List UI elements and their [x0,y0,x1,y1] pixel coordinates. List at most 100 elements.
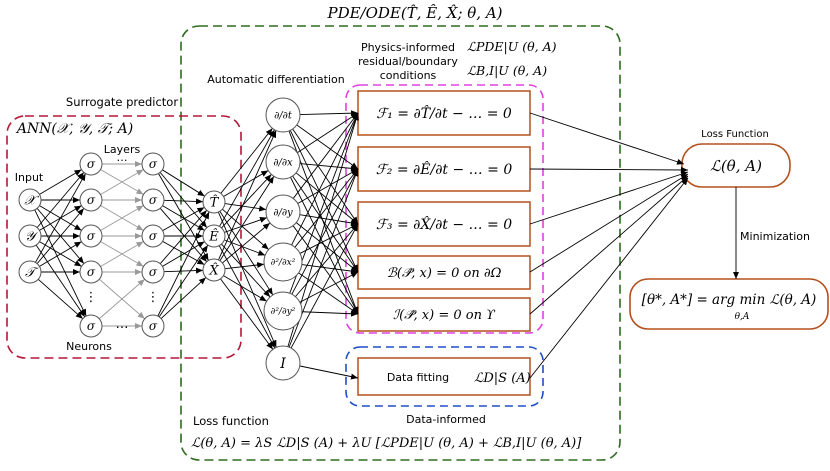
surrogate-frame [6,115,242,359]
input-node-3 [18,260,42,284]
edge-op-3-res-2 [299,223,359,254]
neuron-l1-5 [79,314,103,338]
physics-frame [345,84,544,334]
network-nodes: 𝒳𝒴𝒯σσσσσσσσσσT̂ÊX̂∂/∂t∂/∂x∂/∂y∂²/∂x²∂²/∂… [18,97,303,381]
neuron-l1-3-label: σ [87,229,96,243]
physics-title-3: conditions [380,69,437,82]
edge-op-0-res-2 [292,128,359,225]
layers-label: Layers [104,143,141,156]
edge-out-2-op-0 [218,130,277,261]
edge-l1-3-l2-2 [100,241,144,267]
neuron-l1-4 [79,260,103,284]
argmin-box [629,278,829,330]
neuron-l1-2 [79,188,103,212]
minimization-label: Minimization [740,230,810,243]
neuron-l2-2 [141,188,165,212]
autodiff-op-4-label: ∂²/∂x² [271,258,296,268]
autodiff-op-2 [265,144,301,180]
edge-l2-1-out-2 [159,207,208,263]
autodiff-op-3-label: ∂/∂y [273,208,293,219]
physics-title-1: Physics-informed [361,41,455,54]
loss-bi-label: ℒB,I|U (θ, A) [467,63,547,78]
edge-out-1-op-3 [224,239,266,256]
input-node-1 [18,188,42,212]
loss-function-label: Loss Function [701,129,769,140]
input-node-2 [18,224,42,248]
neuron-l1-1 [79,152,103,176]
edge-op-4-res-2 [295,223,359,297]
edge-out-0-op-1 [223,170,269,197]
edge-op-2-res-4 [292,225,359,315]
edge-op-1-res-0 [296,112,359,154]
autodiff-op-2-label: ∂/∂x [273,158,293,169]
edge-input-2-l1-4 [37,278,84,320]
neuron-l2-5-label: σ [149,319,158,333]
edge-input-0-l1-0 [39,169,82,195]
surrogate-label: Surrogate predictor [66,95,178,109]
neurons-dots: … [116,317,129,332]
edge-op-4-res-3 [299,271,359,303]
vdots-layer2: ⋮ [147,290,160,305]
neurons-label: Neurons [66,340,112,353]
autodiff-op-6 [265,345,301,381]
edge-op-5-res-2 [290,223,359,349]
edge-res-2-loss [529,171,689,225]
edge-out-1-op-0 [219,129,275,227]
neuron-l2-1-label: σ [149,157,158,171]
neuron-l2-1 [141,152,165,176]
loss-function-expr: ℒ(θ, A) [710,157,762,175]
connections [34,110,739,380]
autodiff-op-6-label: I [279,356,286,372]
edge-op-3-res-3 [301,264,359,275]
edge-res-4-loss [529,175,689,315]
argmin-sub: θ,A [735,312,750,322]
edge-out-0-op-0 [220,128,273,194]
edge-op-2-res-3 [295,222,359,273]
edge-op-3-res-0 [291,112,359,246]
edge-op-1-res-3 [292,175,359,273]
initial-condition: ℐ(𝒫̂, x) = 0 on ϒ [393,308,496,323]
edge-out-2-op-1 [219,176,275,261]
edge-out-2-op-3 [224,262,265,270]
residual-box-1 [357,90,531,136]
edge-l2-3-out-1 [162,241,205,267]
edge-l2-0-out-0 [162,169,205,197]
neuron-l1-4-label: σ [87,265,96,279]
edge-op-3-res-1 [294,168,359,248]
edge-out-1-op-1 [221,174,272,229]
neuron-l2-3 [141,224,165,248]
bottom-loss-expr: ℒ(θ, A) = λS ℒD|S (A) + λU [ℒPDE|U (θ, A… [191,436,582,451]
residual-2: ℱ₂ = ∂Ê/∂t − … = 0 [376,160,513,178]
edge-op-3-res-4 [298,272,359,315]
residual-1: ℱ₁ = ∂T̂/∂t − … = 0 [376,104,512,122]
edge-op-4-res-1 [291,168,359,295]
data-fitting-loss: ℒD|S (A) [474,371,531,386]
autodiff-label: Automatic differentiation [207,73,345,86]
edge-input-2-l1-2 [39,241,82,267]
data-fitting-label: Data fitting [387,371,449,384]
edge-res-5-loss [529,177,689,379]
bottom-loss-label: Loss function [193,414,269,428]
edge-out-2-op-5 [220,278,274,350]
output-node-1-label: T̂ [210,194,220,210]
edge-l1-2-l2-1 [100,205,144,231]
output-node-3-label: X̂ [208,262,219,278]
neuron-l2-5 [141,314,165,338]
edge-input-1-l1-0 [36,172,85,228]
edge-op-1-res-4 [290,177,359,315]
edge-l2-4-out-0 [157,211,210,317]
edge-input-0-l1-4 [34,209,87,317]
edge-op-4-res-4 [301,310,359,317]
edge-op-0-res-0 [299,110,359,117]
edge-input-1-l1-4 [35,244,86,318]
neuron-l1-1-label: σ [87,157,96,171]
layers-dots: … [117,151,128,164]
edge-res-3-loss [529,173,689,273]
edge-l2-0-out-1 [159,172,208,228]
edge-out-2-op-4 [223,275,267,302]
vdots-layer1: ⋮ [85,290,98,305]
neuron-l2-4-label: σ [149,265,158,279]
edge-out-0-op-5 [217,211,277,348]
